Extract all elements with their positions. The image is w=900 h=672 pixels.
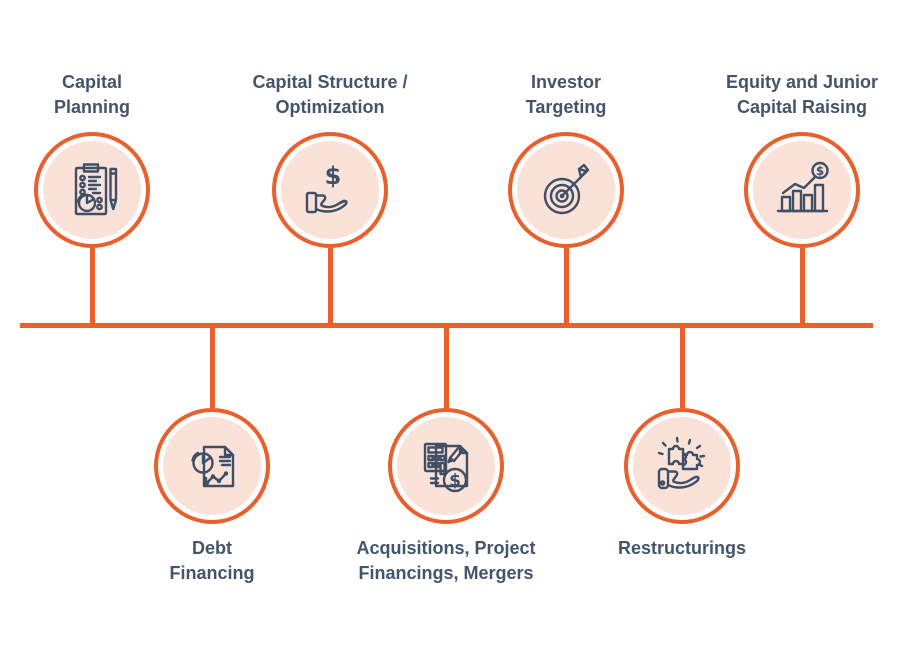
timeline-item-capital-planning: Capital Planning — [0, 70, 212, 323]
icon-circle — [624, 408, 740, 524]
connector-line — [89, 248, 95, 323]
connector-line — [679, 328, 685, 408]
item-label: Investor Targeting — [525, 72, 607, 117]
item-label: Capital Structure / Optimization — [252, 72, 408, 117]
icon-circle — [508, 132, 624, 248]
connector-line — [443, 328, 449, 408]
svg-text:$: $ — [816, 164, 824, 178]
item-label: Capital Planning — [54, 72, 130, 117]
icon-circle: $ — [744, 132, 860, 248]
item-label: Debt Financing — [169, 538, 255, 583]
clipboard-checklist-icon — [60, 158, 124, 222]
report-pie-chart-icon — [180, 434, 244, 498]
hand-dollar-icon: $ — [298, 158, 362, 222]
icon-circle — [154, 408, 270, 524]
timeline-item-equity-raising: Equity and Junior Capital Raising $ — [682, 70, 900, 323]
timeline-item-investor-targeting: Investor Targeting — [446, 70, 686, 323]
connector-line — [799, 248, 805, 323]
connector-line — [563, 248, 569, 323]
timeline-item-capital-structure: Capital Structure / Optimization $ — [210, 70, 450, 323]
item-label: Restructurings — [617, 538, 747, 558]
growth-chart-dollar-icon: $ — [770, 158, 834, 222]
target-arrow-icon — [534, 158, 598, 222]
timeline-item-restructurings: Restructurings — [562, 328, 802, 561]
connector-line — [209, 328, 215, 408]
icon-circle: $ — [388, 408, 504, 524]
timeline-line — [20, 323, 873, 328]
svg-text:$: $ — [449, 471, 461, 491]
item-label: Acquisitions, Project Financings, Merger… — [356, 538, 536, 583]
timeline-item-debt-financing: Debt Financing — [92, 328, 332, 586]
calculator-document-icon: $ — [414, 434, 478, 498]
icon-circle: $ — [272, 132, 388, 248]
icon-circle — [34, 132, 150, 248]
timeline-item-acquisitions: $ Acquisitions, Project Financings, Merg… — [326, 328, 566, 586]
connector-line — [327, 248, 333, 323]
svg-text:$: $ — [325, 162, 342, 190]
hand-puzzle-icon — [650, 434, 714, 498]
item-label: Equity and Junior Capital Raising — [725, 72, 878, 117]
